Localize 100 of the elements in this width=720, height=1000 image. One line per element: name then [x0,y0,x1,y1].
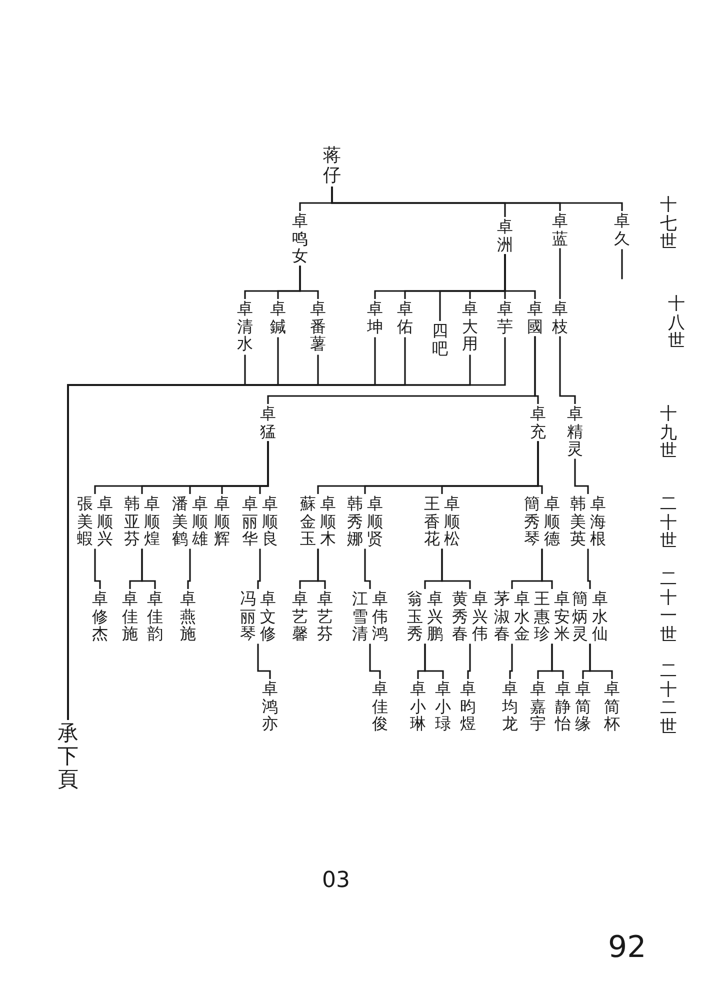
family-line [537,441,543,494]
family-line [141,548,156,589]
name-text: 四吧 [432,322,448,358]
name-text: 卓鸿亦 [262,680,278,733]
name-text: 卓文修 [260,590,276,643]
name-text: 卓燕施 [180,590,196,643]
name-text: 卓小琭 [435,680,451,733]
name-text: 韩美英 [570,495,586,548]
generation-label: 十七世 [660,196,677,252]
name-text: 黄秀春 [452,590,468,643]
name-text: 卓简杯 [604,680,620,733]
family-line [504,254,536,299]
name-text: 卓佑 [397,300,413,336]
name-text: 卓昀煜 [460,680,476,733]
name-text: 卓艺芬 [317,590,333,643]
name-text: 卓兴伟 [472,590,488,643]
generation-label: 十八世 [668,295,685,352]
name-text: 卓安米 [554,590,570,643]
family-line [331,186,623,211]
name-text: 卓静怡 [555,680,571,733]
family-line [541,548,553,589]
name-text: 卓顺兴 [97,495,113,548]
name-text: 卓顺煌 [144,495,160,548]
generation-label: 二十一世 [660,570,677,645]
family-line [259,441,269,494]
name-text: 卓修杰 [92,590,108,643]
family-line [509,644,513,679]
name-text: 卓大用 [462,300,478,353]
name-text: 卓番薯 [310,300,326,353]
name-text: 卓佳韵 [147,590,163,643]
name-text: 卓充 [530,405,546,440]
family-line [424,644,444,679]
name-text: 卓精灵 [567,405,583,458]
name-text: 卓佳俊 [372,680,388,733]
family-line [94,548,101,589]
name-text: 卓顺良 [262,495,278,548]
name-text: 卓鍼 [270,300,286,336]
family-line [574,458,589,494]
family-line [364,548,371,589]
name-text: 卓洲 [497,218,513,254]
name-text: 卓芋 [497,300,513,336]
generation-label: 二十世 [660,495,677,552]
name-text: 卓水金 [514,590,530,643]
family-line [299,266,319,299]
name-text: 簡秀琴 [524,495,540,548]
name-text: 承下頁 [58,722,78,792]
family-line [441,548,471,589]
family-line [257,644,271,679]
name-text: 卓简缘 [575,680,591,733]
name-text: 卓猛 [260,405,276,440]
name-text: 江雪清 [352,590,368,643]
family-line [534,336,539,404]
name-text: 卓顺木 [320,495,336,548]
name-text: 翁玉秀 [407,590,423,643]
name-text: 卓久 [614,212,630,248]
name-text: 卓顺松 [444,495,460,548]
name-text: 卓鸣女 [292,212,308,265]
name-text: 卓伟鸿 [372,590,388,643]
page-number: 92 [608,930,646,965]
name-text: 茅淑春 [494,590,510,643]
family-line [589,644,613,679]
family-line [187,548,191,589]
family-line [369,644,381,679]
family-line [559,248,561,299]
name-text: 韩亚芬 [124,495,140,548]
name-text: 卓小琳 [410,680,426,733]
page-number: 03 [322,868,350,893]
name-text: 韩秀娜 [347,495,363,548]
generation-label: 二十二世 [660,662,677,737]
name-text: 卓國 [527,300,543,336]
name-text: 卓顺德 [544,495,560,548]
name-text: 卓枝 [552,300,568,336]
name-text: 蘇金玉 [300,495,316,548]
name-text: 王香花 [424,495,440,548]
name-text: 卓顺辉 [214,495,230,548]
name-text: 卓顺贤 [367,495,383,548]
family-line [551,644,564,679]
name-text: 卓艺馨 [292,590,308,643]
generation-label: 十九世 [660,405,677,462]
name-text: 張美蝦 [77,495,93,548]
family-line [467,644,471,679]
name-text: 卓海根 [590,495,606,548]
name-text: 卓水仙 [592,590,608,643]
name-text: 卓清水 [237,300,253,353]
name-text: 卓坤 [367,300,383,336]
name-text: 冯丽琴 [240,590,256,643]
name-text: 卓兴鹏 [427,590,443,643]
name-text: 卓佳施 [122,590,138,643]
name-text: 卓嘉宇 [530,680,546,733]
name-text: 蒋仔 [323,146,341,186]
family-line [317,548,326,589]
name-text: 潘美鹤 [172,495,188,548]
name-text: 王惠珍 [534,590,550,643]
name-text: 卓蓝 [552,212,568,248]
name-text: 卓均龙 [502,680,518,733]
name-text: 簡炳灵 [572,590,588,643]
name-text: 卓丽华 [242,495,258,548]
family-line [587,548,591,589]
name-text: 卓顺雄 [192,495,208,548]
family-line [621,249,623,280]
